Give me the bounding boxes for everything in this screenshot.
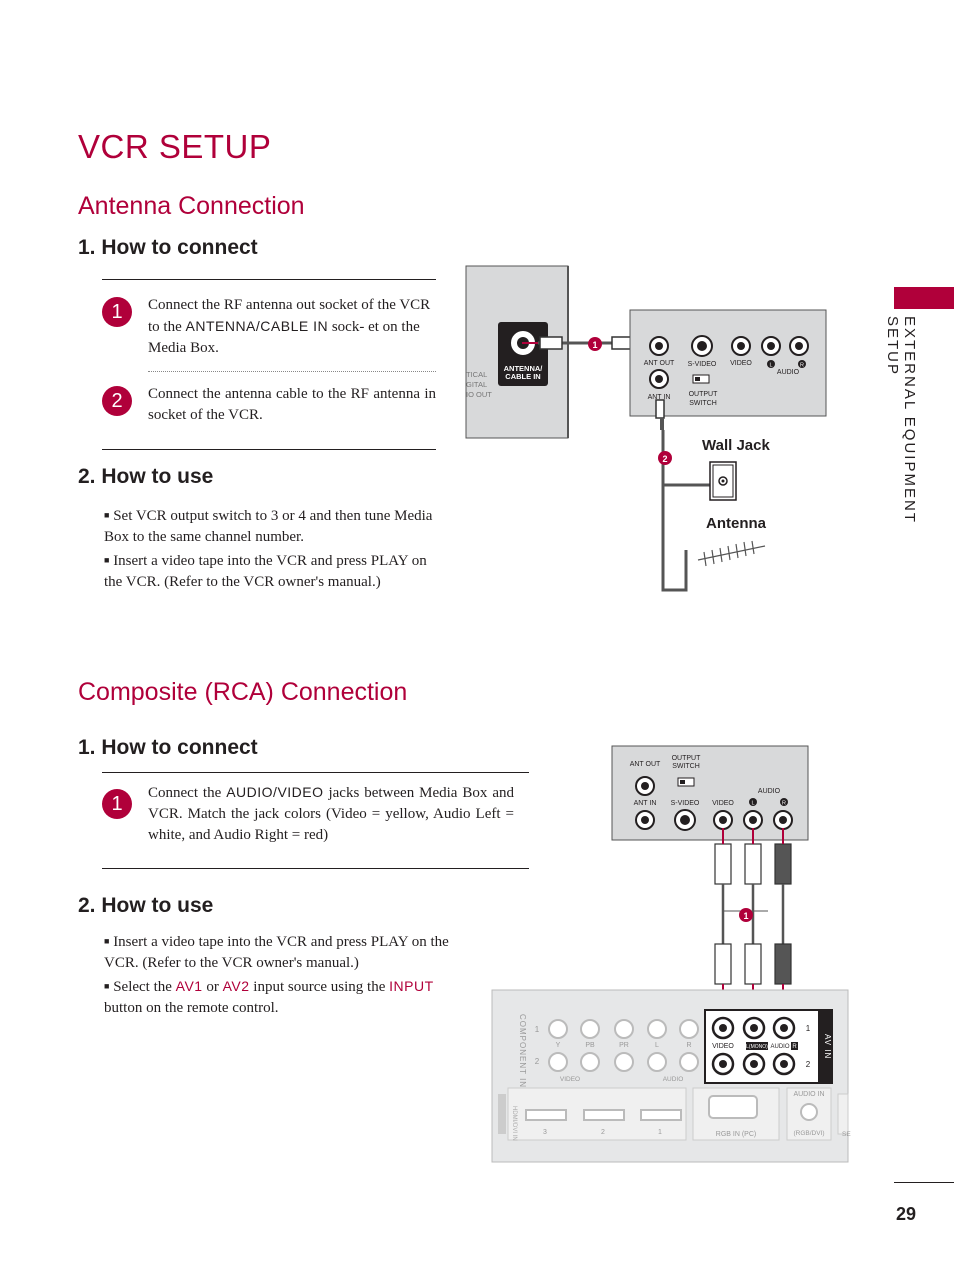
divider xyxy=(102,279,436,280)
composite-connection-diagram: ANT OUT OUTPUT SWITCH AUDIO ANT IN S-VID… xyxy=(491,745,851,1163)
vcr-output-switch xyxy=(692,374,710,384)
page-number-rule xyxy=(894,1182,954,1183)
svg-text:ANT OUT: ANT OUT xyxy=(630,761,661,768)
composite-heading: Composite (RCA) Connection xyxy=(78,678,408,706)
svg-text:(RGB/DVI): (RGB/DVI) xyxy=(793,1130,824,1137)
svg-text:Y: Y xyxy=(556,1042,561,1049)
step-2-badge: 2 xyxy=(102,386,132,416)
svg-text:L(MONO): L(MONO) xyxy=(746,1044,768,1050)
vcr-l-label: L xyxy=(769,363,772,369)
antenna-step-2-text: Connect the antenna cable to the RF ante… xyxy=(148,386,436,423)
tv-jack-label-2: CABLE IN xyxy=(505,372,540,381)
composite-step-1-text: Connect the AUDIO/VIDEO jacks between Me… xyxy=(148,784,515,843)
vcr-video-label: VIDEO xyxy=(730,360,752,367)
svg-text:RGB IN (PC): RGB IN (PC) xyxy=(716,1131,756,1138)
svg-text:AUDIO: AUDIO xyxy=(663,1076,684,1083)
antenna-use-bullet-1: ■ Set VCR output switch to 3 or 4 and th… xyxy=(104,508,433,545)
antenna-connect-heading: 1. How to connect xyxy=(78,236,258,259)
divider xyxy=(102,449,436,450)
antenna-step-1-text: Connect the RF antenna out socket of the… xyxy=(148,297,431,356)
svg-text:S-VIDEO: S-VIDEO xyxy=(671,800,700,807)
svg-text:HDMI/DVI IN: HDMI/DVI IN xyxy=(511,1106,517,1141)
tv-left-label-3: IO OUT xyxy=(466,390,492,399)
rca-plugs-top xyxy=(714,828,792,885)
wall-jack-label: Wall Jack xyxy=(702,437,770,454)
svg-text:R: R xyxy=(782,801,786,807)
composite-use-bullet-2: ■ Select the AV1 or AV2 input source usi… xyxy=(104,978,434,1016)
marker-1-label: 1 xyxy=(592,340,597,350)
divider xyxy=(102,772,529,773)
svg-text:AUDIO: AUDIO xyxy=(758,788,781,795)
svg-text:2: 2 xyxy=(601,1129,605,1136)
antenna-use-heading: 2. How to use xyxy=(78,465,214,488)
svg-text:PR: PR xyxy=(619,1042,629,1049)
svg-text:1: 1 xyxy=(535,1025,540,1034)
svg-text:OUTPUT: OUTPUT xyxy=(672,755,702,762)
tv-left-label-2: GITAL xyxy=(466,380,487,389)
svg-text:PB: PB xyxy=(585,1042,595,1049)
antenna-use-bullet-2: ■ Insert a video tape into the VCR and p… xyxy=(104,553,427,590)
antenna-icon xyxy=(697,540,766,567)
svg-text:ANT IN: ANT IN xyxy=(634,800,657,807)
svg-text:COMPONENT IN: COMPONENT IN xyxy=(518,1014,527,1088)
svg-text:2: 2 xyxy=(806,1060,811,1069)
tv-left-label-1: TICAL xyxy=(466,370,487,379)
vcr-output-switch-label-1: OUTPUT xyxy=(689,391,719,398)
marker-2 xyxy=(658,451,672,465)
vcr-output-switch-label-2: SWITCH xyxy=(689,400,717,407)
svg-text:R: R xyxy=(686,1042,691,1049)
svg-text:L: L xyxy=(655,1042,659,1049)
svg-text:3: 3 xyxy=(543,1129,547,1136)
composite-connect-heading: 1. How to connect xyxy=(78,736,258,759)
svg-text:AV IN: AV IN xyxy=(823,1034,832,1059)
svg-text:AUDIO IN: AUDIO IN xyxy=(793,1091,824,1098)
vcr-output-switch xyxy=(677,777,695,787)
vcr-svideo-label: S-VIDEO xyxy=(688,361,717,368)
vcr-panel xyxy=(629,309,827,417)
dotted-divider xyxy=(148,371,436,372)
svg-text:VIDEO: VIDEO xyxy=(560,1076,580,1083)
svg-text:1: 1 xyxy=(658,1129,662,1136)
marker-1 xyxy=(588,337,602,351)
vcr-r-label: R xyxy=(800,363,804,369)
composite-use-heading: 2. How to use xyxy=(78,894,214,917)
svg-text:VIDEO: VIDEO xyxy=(712,1043,734,1050)
section-tab-marker xyxy=(894,287,954,309)
page-title: VCR SETUP xyxy=(78,128,272,165)
vcr-ant-in-label: ANT IN xyxy=(648,394,671,401)
svg-text:1: 1 xyxy=(806,1024,811,1033)
composite-use-bullet-1: ■ Insert a video tape into the VCR and p… xyxy=(104,934,449,971)
antenna-connection-diagram: ANTENNA/ CABLE IN TICAL GITAL IO OUT 1 A… xyxy=(465,265,827,592)
svg-text:L: L xyxy=(751,801,754,807)
vcr-ant-out-label: ANT OUT xyxy=(644,360,675,367)
section-tab-label: EXTERNAL EQUIPMENT SETUP xyxy=(884,316,918,524)
marker-2-label: 2 xyxy=(662,454,667,464)
svg-text:R: R xyxy=(792,1044,797,1050)
svg-text:2: 2 xyxy=(535,1057,540,1066)
vcr-audio-label: AUDIO xyxy=(777,369,800,376)
divider xyxy=(102,868,529,869)
antenna-heading: Antenna Connection xyxy=(78,192,305,220)
antenna-label: Antenna xyxy=(706,515,767,532)
svg-text:SWITCH: SWITCH xyxy=(672,763,700,770)
step-1-badge: 1 xyxy=(102,297,132,327)
svg-text:VIDEO: VIDEO xyxy=(712,800,734,807)
svg-text:1: 1 xyxy=(743,911,748,921)
marker-1 xyxy=(739,908,753,922)
svg-text:SE: SE xyxy=(842,1131,851,1138)
step-1-badge: 1 xyxy=(102,789,132,819)
svg-text:AUDIO: AUDIO xyxy=(770,1044,789,1050)
tv-jack-label-1: ANTENNA/ xyxy=(504,364,544,373)
page-number: 29 xyxy=(896,1204,917,1224)
